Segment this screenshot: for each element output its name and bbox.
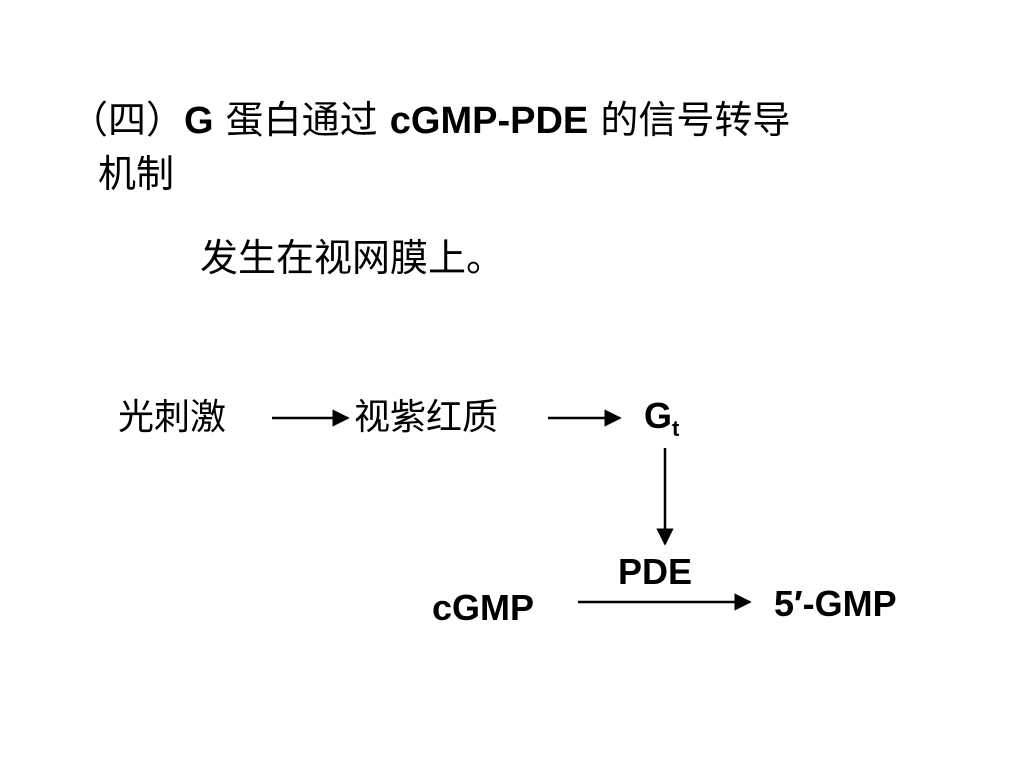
heading-g-letter: G [184, 100, 214, 142]
node-gt: Gt [644, 396, 679, 449]
heading-latin-term: cGMP-PDE [389, 100, 589, 142]
node-5-gmp: 5′-GMP [774, 583, 897, 624]
heading-text-b: 的信号转导 [588, 98, 791, 142]
heading-prefix: （四） [70, 98, 185, 142]
heading-text-a: 蛋白通过 [213, 98, 390, 142]
label-pde: PDE [618, 551, 693, 592]
node-rhodopsin: 视紫红质 [354, 397, 499, 438]
node-light-stimulus: 光刺激 [118, 397, 227, 438]
heading-line-2: 机制 [98, 152, 175, 196]
node-cgmp: cGMP [432, 587, 535, 628]
node-gt-subscript: t [672, 416, 680, 441]
node-gt-main: G [644, 395, 673, 436]
subtitle: 发生在视网膜上。 [200, 236, 505, 280]
heading-line-1: （四）G 蛋白通过 cGMP-PDE 的信号转导 [70, 98, 790, 143]
